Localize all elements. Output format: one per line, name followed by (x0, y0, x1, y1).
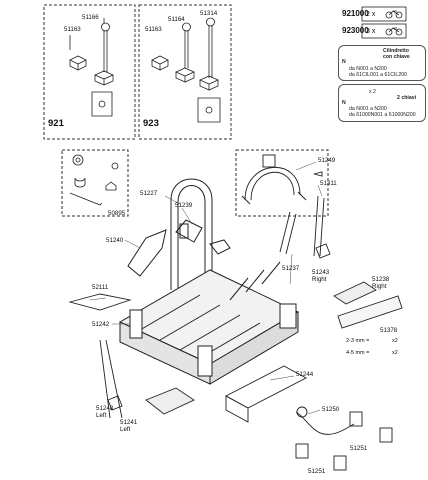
product-code-921000: 921000 (342, 9, 369, 18)
product-code-923000: 923000 (342, 26, 369, 35)
label-left-1: Left (96, 412, 107, 419)
part-51251-b: 51251 (308, 468, 326, 475)
qty-box-1 (361, 6, 407, 22)
clamp-right (279, 211, 297, 255)
arm-52111 (68, 293, 132, 311)
part-51314: 51314 (200, 10, 218, 17)
hardware-bag-items (69, 154, 119, 206)
cylinder-lock-box: Cilindretto con chiave N da N001 a N200 … (338, 45, 426, 81)
part-51311: 51311 (320, 180, 337, 187)
part-50895: 50895 (108, 210, 126, 217)
qty-box-2 (361, 23, 407, 39)
inset-921-label: 921 (48, 118, 64, 129)
connector-3 (295, 443, 309, 459)
part-52111: 52111 (92, 284, 109, 291)
part-51163-b: 51163 (145, 26, 162, 33)
part-51227: 51227 (140, 190, 158, 197)
connector-1 (379, 427, 393, 443)
bike-icons (361, 6, 407, 39)
keys-qty: x 2 (369, 89, 376, 95)
inset-923-frame (138, 4, 232, 140)
part-51251-a: 51251 (350, 445, 368, 452)
leader-lines (89, 161, 323, 415)
qty-x2-a: x2 (392, 338, 398, 344)
hardware-bag-frame (61, 149, 129, 217)
light-right (333, 281, 377, 305)
label-right-1: Right (312, 276, 327, 283)
measure-2-3mm: 2-3 mm = (346, 338, 370, 344)
part-51242: 51242 (92, 321, 110, 328)
keys-line1: da N001 a N200 (349, 106, 387, 112)
label-left-2: Left (120, 426, 131, 433)
clamp-left (99, 339, 123, 419)
part-51248: 51248 (96, 405, 114, 412)
qty-x2-b: x2 (392, 350, 398, 356)
qty-label-2: 3 x (366, 28, 376, 35)
bracket-frame (235, 149, 329, 217)
inset-921-frame (43, 4, 136, 140)
plate-holder (225, 365, 307, 409)
part-51239: 51239 (175, 202, 193, 209)
cylinder-line2: da 61CIL001 a 61CIL200 (349, 72, 407, 78)
part-51243: 51243 (312, 269, 330, 276)
connector-2 (349, 411, 363, 427)
side-components (68, 195, 403, 471)
part-51378: 51378 (380, 327, 398, 334)
part-51238: 51238 (372, 276, 390, 283)
measure-4-5mm: 4-5 mm = (346, 350, 370, 356)
keys-key-label: N (342, 100, 346, 106)
part-51250: 51250 (322, 406, 340, 413)
label-right-2: Right (372, 283, 387, 290)
cylinder-line1: da N001 a N200 (349, 66, 387, 72)
bike-carrier-assembly (118, 178, 300, 385)
inset-921-clamps (69, 18, 114, 117)
keys-title: 2 chiavi (397, 95, 417, 101)
part-51166: 51166 (82, 14, 99, 21)
connector-4 (333, 455, 347, 471)
part-51237: 51237 (282, 265, 300, 272)
wire-harness (295, 411, 355, 435)
bike-icon (385, 28, 393, 36)
part-51249: 51249 (318, 157, 336, 164)
part-51241: 51241 (120, 419, 138, 426)
lighting-bracket (241, 154, 323, 205)
cylinder-title: Cilindretto con chiave (383, 48, 410, 60)
light-left (145, 387, 195, 415)
keys-line2: da 61000N001 a 61000N200 (349, 112, 416, 118)
part-51164: 51164 (168, 16, 185, 23)
part-51244: 51244 (296, 371, 314, 378)
inset-923-label: 923 (143, 118, 159, 129)
part-51163-a: 51163 (64, 26, 81, 33)
keys-box: x 2 2 chiavi N da N001 a N200 da 61000N0… (338, 84, 426, 122)
part-51240: 51240 (106, 237, 124, 244)
bike-icon (385, 11, 393, 19)
qty-label-1: 2 x (366, 11, 376, 18)
inset-923-clamps (151, 17, 221, 123)
cylinder-key-label: N (342, 59, 346, 65)
plate-sticker (337, 295, 403, 329)
